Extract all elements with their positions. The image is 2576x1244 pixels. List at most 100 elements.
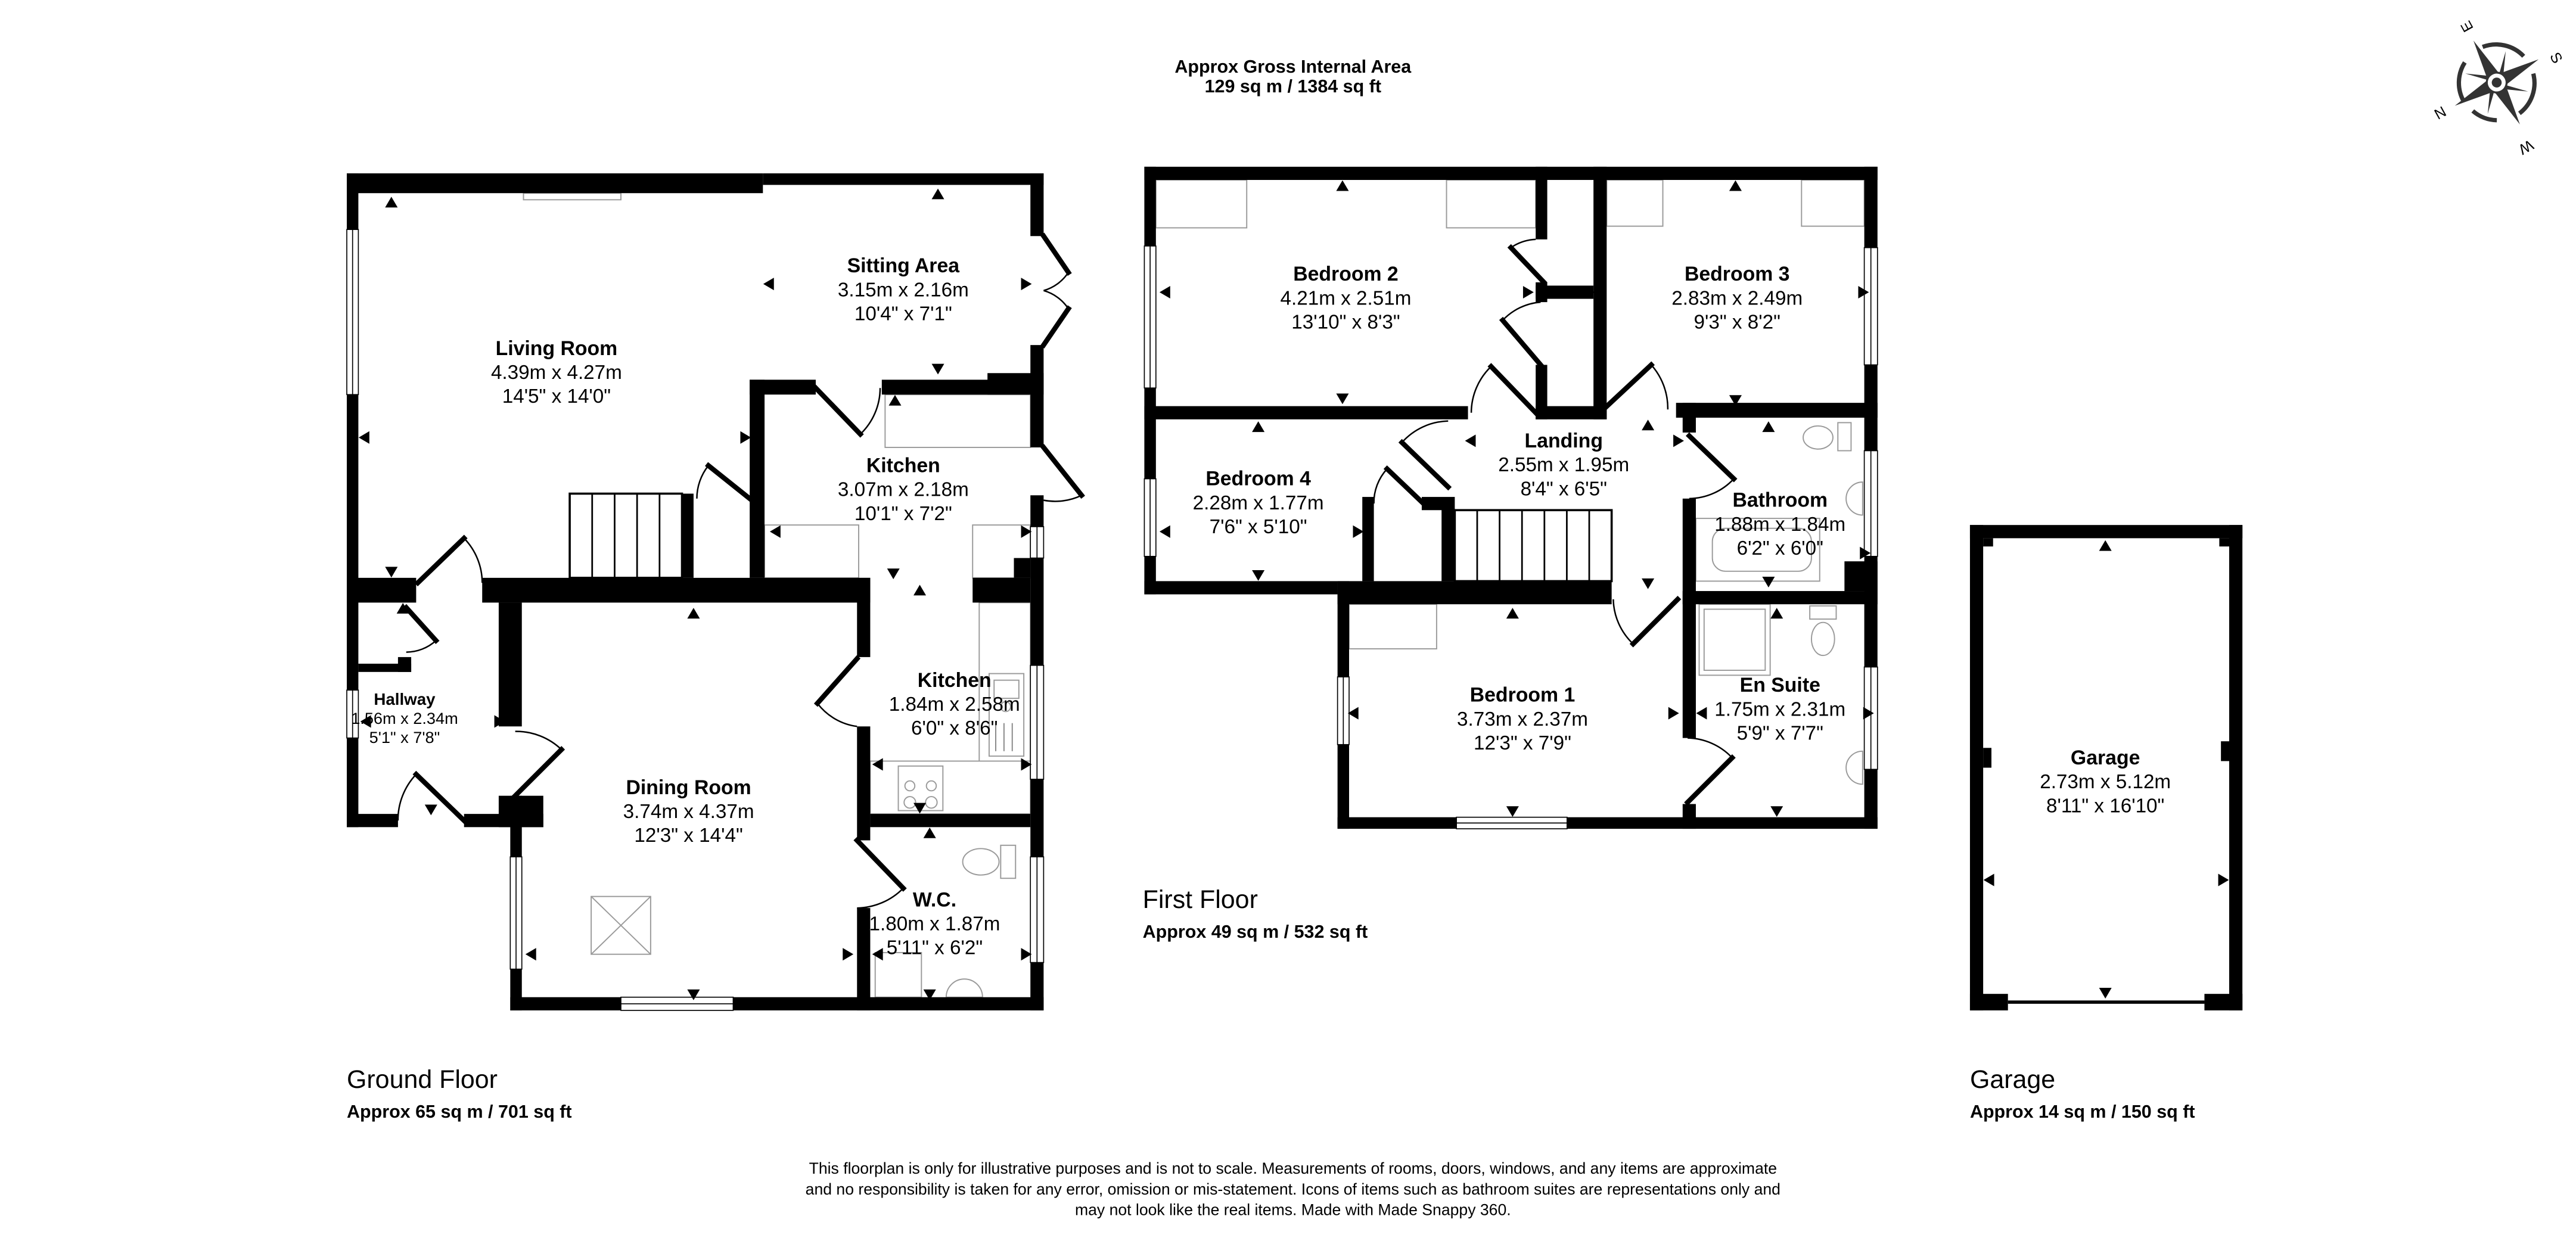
dimension-arrow-icon xyxy=(1522,285,1534,299)
room-size-imperial: 5'1" x 7'8" xyxy=(369,728,440,747)
window xyxy=(1143,478,1157,557)
ground-floor-area: Approx 65 sq m / 701 sq ft xyxy=(347,1102,572,1122)
wall xyxy=(1536,365,1548,419)
room-name: Hallway xyxy=(374,690,436,708)
door xyxy=(813,655,861,727)
room-name: Bathroom xyxy=(1732,489,1828,512)
window xyxy=(620,996,734,1011)
dimension-arrow-icon xyxy=(888,394,902,406)
wall xyxy=(1682,498,1696,738)
wall xyxy=(1337,581,1612,605)
dimension-arrow-icon xyxy=(525,948,536,961)
first-floor-area: Approx 49 sq m / 532 sq ft xyxy=(1143,922,1368,942)
room-size-imperial: 5'11" x 6'2" xyxy=(887,937,983,959)
wardrobe xyxy=(1801,179,1865,227)
door xyxy=(1612,596,1682,648)
room-name: Bedroom 3 xyxy=(1685,263,1790,285)
dimension-arrow-icon xyxy=(1021,278,1032,291)
dimension-arrow-icon xyxy=(494,715,505,728)
room-size-imperial: 7'6" x 5'10" xyxy=(1210,516,1307,538)
sink-icon xyxy=(988,673,1025,757)
gross-area-title: Approx Gross Internal Area xyxy=(1174,57,1412,77)
room-size-imperial: 14'5" x 14'0" xyxy=(502,385,611,408)
dimension-arrows xyxy=(358,180,2229,1000)
window xyxy=(1863,247,1878,366)
skylight-icon xyxy=(591,895,651,955)
wc-cupboard xyxy=(874,951,922,998)
wall xyxy=(750,380,816,395)
window xyxy=(509,856,523,970)
disclaimer-line: may not look like the real items. Made w… xyxy=(1075,1201,1511,1219)
room-size-imperial: 13'10" x 8'3" xyxy=(1291,311,1400,333)
disclaimer-line: This floorplan is only for illustrative … xyxy=(809,1159,1777,1177)
wall xyxy=(1969,525,2243,539)
wall xyxy=(2221,741,2230,761)
room-name: Kitchen xyxy=(918,669,992,692)
dimension-arrow-icon xyxy=(923,989,936,1000)
dimension-arrow-icon xyxy=(843,948,854,961)
dimension-arrow-icon xyxy=(913,584,927,596)
wall xyxy=(857,726,871,841)
wall xyxy=(1536,406,1607,419)
room-size-metric: 3.74m x 4.37m xyxy=(623,801,754,823)
wall xyxy=(857,908,871,1010)
wall xyxy=(346,814,398,828)
wall xyxy=(1421,497,1455,511)
window xyxy=(1143,245,1157,389)
dimension-arrow-icon xyxy=(1729,395,1742,406)
door xyxy=(1373,465,1427,508)
dimension-arrow-icon xyxy=(1863,707,1874,720)
room-size-imperial: 6'0" x 8'6" xyxy=(911,717,998,739)
dimension-arrow-icon xyxy=(1021,948,1032,961)
dimension-arrow-icon xyxy=(687,989,700,1000)
window xyxy=(346,229,359,396)
room-size-imperial: 10'1" x 7'2" xyxy=(854,503,952,525)
window xyxy=(1030,856,1045,963)
ground-floor-label: Ground Floor xyxy=(347,1065,498,1094)
toilet-icon xyxy=(1809,605,1837,657)
window xyxy=(1030,526,1045,559)
room-size-metric: 2.55m x 1.95m xyxy=(1498,454,1629,476)
dimension-arrow-icon xyxy=(769,525,781,538)
wall xyxy=(510,997,1044,1010)
wall xyxy=(972,577,1031,603)
room-size-metric: 1.88m x 1.84m xyxy=(1714,514,1845,536)
room-size-imperial: 12'3" x 14'4" xyxy=(634,825,742,847)
basin-icon xyxy=(945,978,983,998)
wall xyxy=(1337,817,1878,829)
dimension-arrow-icon xyxy=(872,758,883,771)
window xyxy=(1863,450,1878,557)
dimension-arrow-icon xyxy=(385,567,398,578)
shower-icon xyxy=(1698,604,1771,676)
door xyxy=(1040,232,1072,291)
wall xyxy=(881,380,1031,395)
room-size-imperial: 8'11" x 16'10" xyxy=(2046,795,2164,817)
staircase xyxy=(568,492,683,579)
dimension-arrow-icon xyxy=(1858,285,1869,299)
dimension-arrow-icon xyxy=(1506,608,1519,619)
window xyxy=(1030,664,1045,780)
dimension-arrow-icon xyxy=(1729,180,1742,191)
wall xyxy=(682,493,694,578)
room-size-imperial: 9'3" x 8'2" xyxy=(1694,311,1780,333)
dimension-arrow-icon xyxy=(1642,419,1655,431)
door xyxy=(414,534,483,587)
wall xyxy=(1983,538,1993,547)
dimension-arrow-icon xyxy=(1465,434,1476,447)
dimension-arrow-icon xyxy=(1336,393,1349,405)
dimension-arrow-icon xyxy=(1983,873,1994,887)
wall xyxy=(1682,591,1878,605)
wall xyxy=(1844,561,1878,592)
door xyxy=(1470,363,1540,416)
wall xyxy=(346,577,417,603)
bath-icon xyxy=(1695,518,1820,582)
room-size-metric: 1.75m x 2.31m xyxy=(1714,698,1845,720)
windows xyxy=(346,229,1878,1011)
